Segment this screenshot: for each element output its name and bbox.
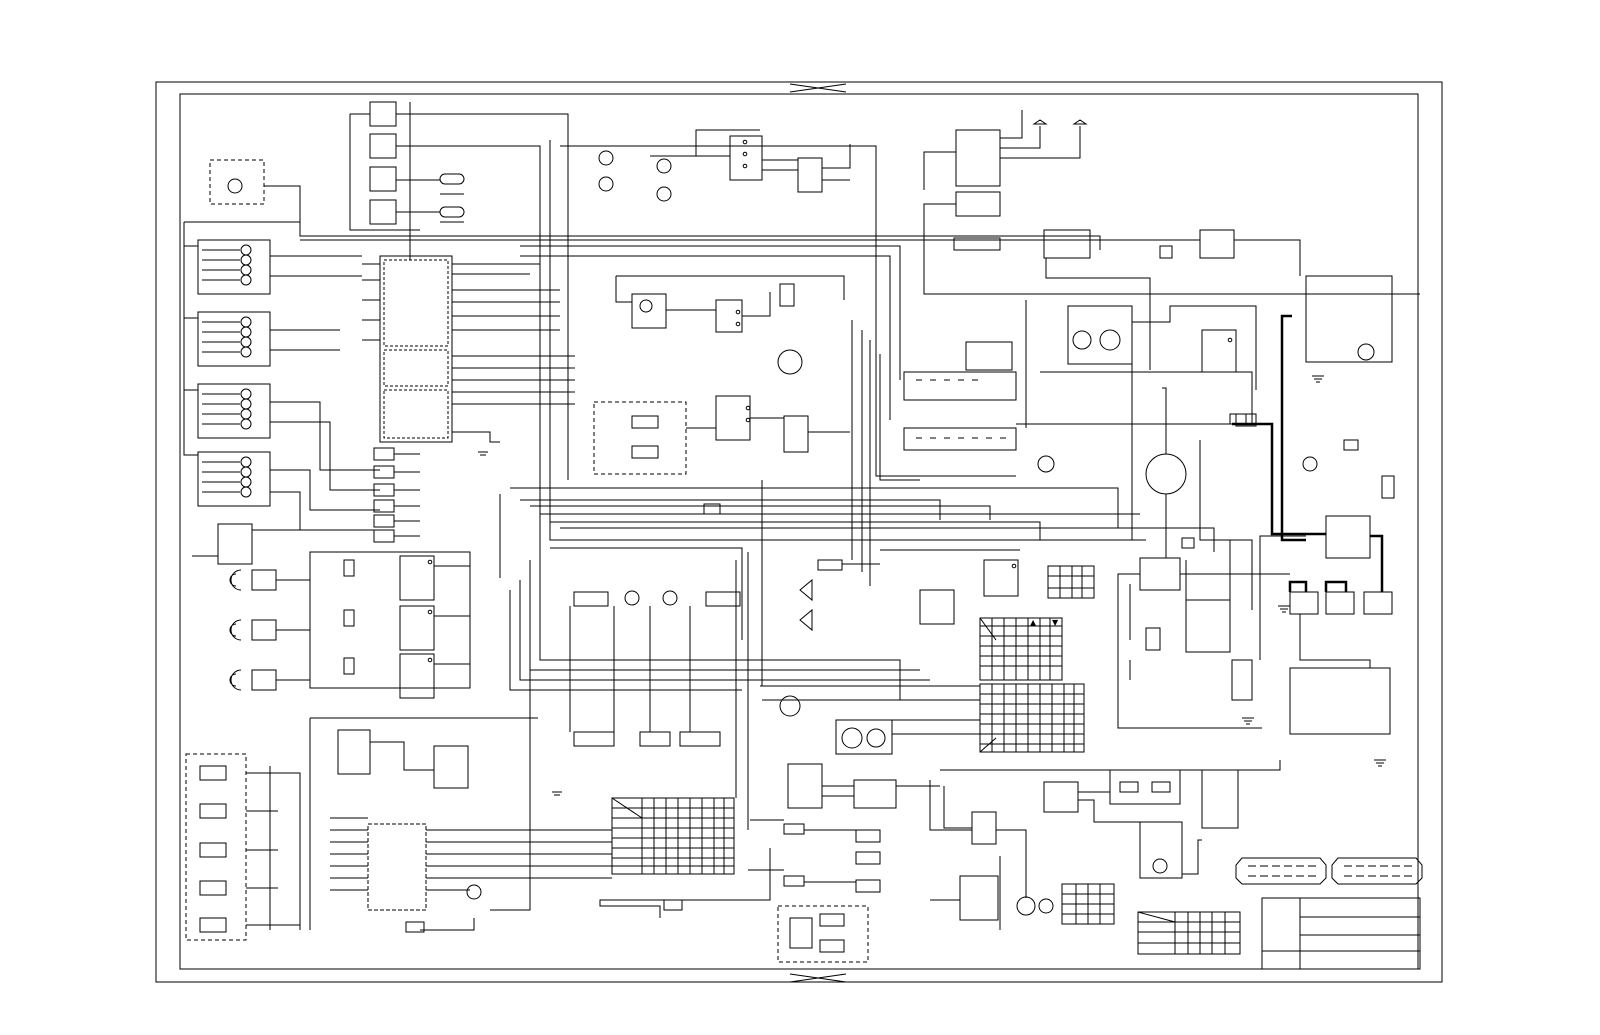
audio-module bbox=[923, 110, 1420, 295]
ecu-connector-right bbox=[1331, 857, 1423, 885]
inner-frame bbox=[179, 93, 1419, 970]
fuse-relay-column bbox=[373, 447, 420, 543]
main-harness bbox=[300, 140, 1371, 931]
dashed-valve-box bbox=[593, 395, 850, 475]
left-bus-lines bbox=[183, 221, 1101, 531]
left-bottom-relay bbox=[192, 523, 300, 565]
bottom-right-module bbox=[1043, 769, 1239, 879]
relay-bank-1 bbox=[197, 239, 271, 295]
frame-center-mark-top bbox=[789, 83, 847, 93]
horn-relay-group bbox=[799, 549, 1095, 632]
relay-bank-2 bbox=[197, 311, 271, 367]
power-relay-group bbox=[1043, 229, 1301, 370]
center-lamp-cluster bbox=[550, 547, 743, 747]
fuse-matrix-lower bbox=[979, 683, 1085, 753]
relay-contacts bbox=[427, 139, 1233, 663]
frame-center-mark-bottom bbox=[789, 973, 847, 983]
fuse-symbol-up: ▲ bbox=[1030, 618, 1037, 627]
starter-group bbox=[1185, 275, 1395, 735]
relay-bank-4 bbox=[197, 451, 271, 507]
motor-cluster bbox=[760, 685, 980, 809]
outer-frame bbox=[155, 81, 1443, 983]
sensor-3 bbox=[229, 669, 310, 691]
sensor-relay-group bbox=[309, 551, 471, 699]
ground-symbols bbox=[478, 375, 1386, 796]
battery-cables bbox=[1232, 314, 1384, 592]
relay-bank-3 bbox=[197, 383, 271, 439]
connector-legend-table bbox=[1137, 911, 1241, 955]
fuse-matrix-symbols: ▲ ▼ bbox=[1030, 618, 1059, 627]
modulator-relays bbox=[309, 717, 538, 930]
fuse-box-right bbox=[903, 341, 1237, 451]
solenoid-valve-group bbox=[185, 753, 301, 941]
wiper-motor-group bbox=[615, 275, 845, 375]
valve-stack-center bbox=[748, 819, 881, 963]
title-block bbox=[1261, 897, 1421, 970]
bottom-relay-gauge bbox=[930, 786, 1054, 921]
gauge-cluster bbox=[1037, 387, 1290, 729]
inline-connectors bbox=[405, 413, 1247, 933]
alternator-group bbox=[1067, 305, 1257, 390]
top-relay-stack bbox=[349, 101, 569, 560]
abs-controller bbox=[330, 817, 612, 911]
sensor-2 bbox=[229, 619, 310, 641]
fuse-symbol-down: ▼ bbox=[1052, 618, 1059, 627]
bottom-connector-grid bbox=[611, 797, 735, 875]
lamp-assemblies-top bbox=[598, 129, 851, 202]
dashed-lamp-module bbox=[209, 159, 301, 222]
sensor-1 bbox=[229, 569, 310, 591]
ecu-connector-left bbox=[1235, 857, 1327, 885]
fuse-matrix-upper bbox=[979, 617, 1063, 681]
bottom-connector-small bbox=[1061, 883, 1115, 925]
central-controller-block bbox=[362, 255, 575, 443]
